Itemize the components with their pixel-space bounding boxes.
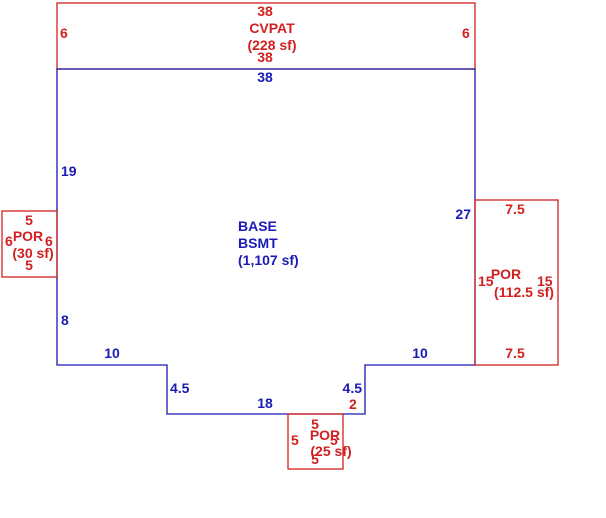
por-left-dim-top: 5: [25, 212, 33, 228]
base-dim-bottom-left: 10: [104, 345, 120, 361]
cvpat-label: CVPAT: [249, 20, 295, 36]
cvpat-dim-left: 6: [60, 25, 68, 41]
por-right-label: POR: [491, 266, 521, 282]
por-right-dim-top: 7.5: [505, 201, 525, 217]
base-area: 38 19 8 27 10 10 4.5 4.5 18 BASE BSMT (1…: [56, 68, 476, 415]
por-bottom-label: POR: [310, 427, 340, 443]
por-bottom-dim-side-two: 2: [349, 396, 357, 412]
base-outline: [56, 68, 476, 415]
por-bottom-area-label: (25 sf): [310, 443, 351, 459]
por-left-dim-bottom: 5: [25, 257, 33, 273]
por-right-dim-left: 15: [478, 273, 494, 289]
base-dim-notch-right: 4.5: [343, 380, 363, 396]
base-area-label: (1,107 sf): [238, 252, 299, 268]
por-right-area: 7.5 POR 15 15 (112.5 sf) 7.5: [474, 199, 559, 366]
base-dim-notch-left: 4.5: [170, 380, 190, 396]
base-dim-notch-bottom: 18: [257, 395, 273, 411]
base-dim-left-lower: 8: [61, 312, 69, 328]
por-right-area-label: (112.5 sf): [494, 284, 554, 300]
cvpat-area: 38 CVPAT (228 sf) 38 6 6: [56, 2, 476, 70]
por-bottom-outline: [287, 413, 344, 470]
por-right-dim-bottom: 7.5: [505, 345, 525, 361]
por-left-dim-left: 6: [5, 233, 13, 249]
base-sub-label: BSMT: [238, 235, 278, 251]
cvpat-dim-right: 6: [462, 25, 470, 41]
por-right-outline: [474, 199, 559, 366]
por-bottom-area: 5 POR 5 5 2 (25 sf) 5: [287, 396, 357, 470]
cvpat-area-label: (228 sf): [247, 37, 296, 53]
por-left-outline: [1, 210, 58, 278]
base-label: BASE: [238, 218, 277, 234]
por-bottom-dim-right: 5: [330, 432, 338, 448]
por-left-area-label: (30 sf): [12, 245, 53, 261]
por-left-dim-right: 6: [45, 233, 53, 249]
cvpat-dim-bottom: 38: [257, 49, 273, 65]
por-bottom-dim-bottom: 5: [311, 451, 319, 467]
cvpat-dim-top: 38: [257, 3, 273, 19]
por-left-label: POR: [13, 228, 43, 244]
por-bottom-dim-left: 5: [291, 432, 299, 448]
base-dim-top: 38: [257, 69, 273, 85]
por-right-dim-right: 15: [537, 273, 553, 289]
base-dim-bottom-right: 10: [412, 345, 428, 361]
por-left-area: 5 POR 6 6 (30 sf) 5: [1, 210, 58, 278]
base-dim-right: 27: [455, 206, 471, 222]
base-dim-left-upper: 19: [61, 163, 77, 179]
por-bottom-dim-top: 5: [311, 416, 319, 432]
